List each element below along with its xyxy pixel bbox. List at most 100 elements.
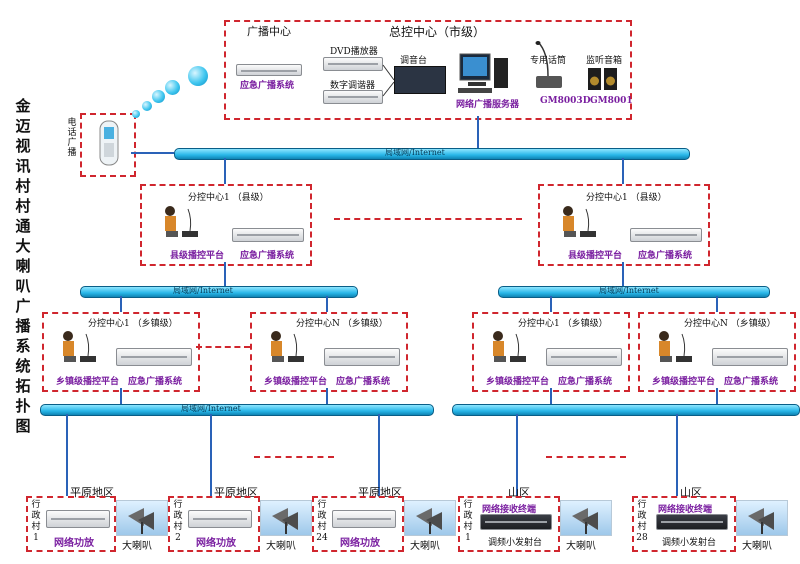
speaker-label: 大喇叭: [742, 541, 772, 552]
village-box: [312, 496, 404, 552]
village-char: 政: [637, 511, 647, 521]
network-bus-left-low: 局域网/Internet: [40, 404, 434, 416]
device-top-label: 网络接收终端: [482, 505, 537, 515]
operator-icon: [563, 206, 596, 237]
village-char: 村: [31, 522, 41, 532]
bus-link: [120, 388, 122, 404]
network-amplifier: [188, 510, 252, 528]
region-label: 平原地区: [214, 486, 258, 499]
region-label: 平原地区: [70, 486, 114, 499]
county-center-left: [140, 184, 312, 266]
device-label: 调频小发射台: [662, 538, 717, 548]
village-char: 28: [636, 533, 648, 543]
bus-link: [224, 158, 226, 184]
title-char: 村: [15, 197, 31, 215]
village-char: 村: [637, 522, 647, 532]
server-label: 网络广播服务器: [456, 100, 520, 110]
speaker-label: 大喇叭: [122, 541, 152, 552]
network-bus-right: 局域网/Internet: [498, 286, 770, 298]
signal-bubble: [142, 101, 152, 111]
network-amplifier: [332, 510, 396, 528]
town-title: 分控中心N （乡镇级）: [296, 319, 388, 329]
ellipsis-gap: [196, 346, 250, 348]
tuner-label: 数字调谐器: [330, 81, 376, 91]
county-center-right: [538, 184, 710, 266]
diagram-title: 金迈视讯村村通大喇叭广播系统拓扑图: [14, 96, 32, 436]
digital-tuner: [323, 90, 383, 104]
operator-icon: [271, 331, 304, 362]
town-title: 分控中心1 （乡镇级）: [518, 319, 608, 329]
bus-link: [716, 388, 718, 404]
town-emergency: 应急广播系统: [336, 377, 391, 387]
dvd-label: DVD播放器: [330, 47, 378, 57]
bus-label: 局域网/Internet: [385, 148, 445, 157]
horn-speaker-icon: [272, 508, 298, 534]
device-top-label: 网络接收终端: [658, 505, 713, 515]
network-bus-top: 局域网/Internet: [174, 148, 690, 160]
network-bus-left: 局域网/Internet: [80, 286, 358, 298]
bus-link: [224, 262, 226, 286]
network-bus-right-low: [452, 404, 800, 416]
phone-broadcast-box: [80, 113, 136, 177]
operator-icon: [165, 206, 198, 237]
village-box: [632, 496, 736, 552]
device-label: 网络功放: [340, 538, 380, 549]
village-char: 村: [317, 522, 327, 532]
title-char: 村: [15, 177, 31, 195]
receiver-terminal: [480, 514, 552, 530]
village-char: 政: [31, 511, 41, 521]
title-char: 统: [15, 357, 31, 375]
town-rack: [116, 348, 192, 366]
bus-label: 局域网/Internet: [599, 286, 659, 295]
title-char: 广: [15, 297, 31, 315]
village-char: 行: [637, 500, 647, 510]
speaker-label: 大喇叭: [566, 541, 596, 552]
village-char: 村: [463, 522, 473, 532]
ellipsis-gap: [334, 218, 522, 220]
ellipsis-gap: [254, 456, 334, 458]
county-rack: [232, 228, 304, 242]
county-emergency: 应急广播系统: [240, 251, 295, 261]
speaker-label: 监听音箱: [586, 56, 623, 66]
town-rack: [324, 348, 400, 366]
title-char: 叭: [15, 277, 31, 295]
bus-link: [378, 414, 380, 496]
dvd-player: [323, 57, 383, 71]
village-char: 1: [33, 533, 39, 543]
bus-link: [210, 414, 212, 496]
speaker-model: GM8001: [590, 96, 633, 106]
title-char: 讯: [15, 157, 31, 175]
village-char: 政: [173, 511, 183, 521]
bus-link: [716, 296, 718, 312]
title-char: 金: [15, 97, 31, 115]
village-char: 村: [173, 522, 183, 532]
county-rack: [630, 228, 702, 242]
bus-link: [326, 388, 328, 404]
title-char: 迈: [15, 117, 31, 135]
bus-link: [326, 296, 328, 312]
region-label: 山区: [680, 486, 702, 499]
device-label: 调频小发射台: [488, 538, 543, 548]
town-platform: 乡镇级播控平台: [652, 377, 716, 387]
network-amplifier: [46, 510, 110, 528]
signal-bubble: [188, 66, 208, 86]
device-label: 网络功放: [54, 538, 94, 549]
horn-speaker-icon: [572, 508, 598, 534]
village-char: 行: [463, 500, 473, 510]
village-char: 行: [317, 500, 327, 510]
title-char: 系: [15, 337, 31, 355]
horn-speaker-icon: [748, 508, 774, 534]
bus-link: [120, 296, 122, 312]
town-title: 分控中心N （乡镇级）: [684, 319, 776, 329]
bus-link: [622, 158, 624, 184]
signal-bubble: [132, 110, 140, 118]
village-char: 24: [316, 533, 328, 543]
bus-link: [131, 152, 174, 154]
village-char: 行: [173, 500, 183, 510]
region-label: 山区: [508, 486, 530, 499]
village-char: 2: [175, 533, 181, 543]
title-char: 通: [15, 217, 31, 235]
